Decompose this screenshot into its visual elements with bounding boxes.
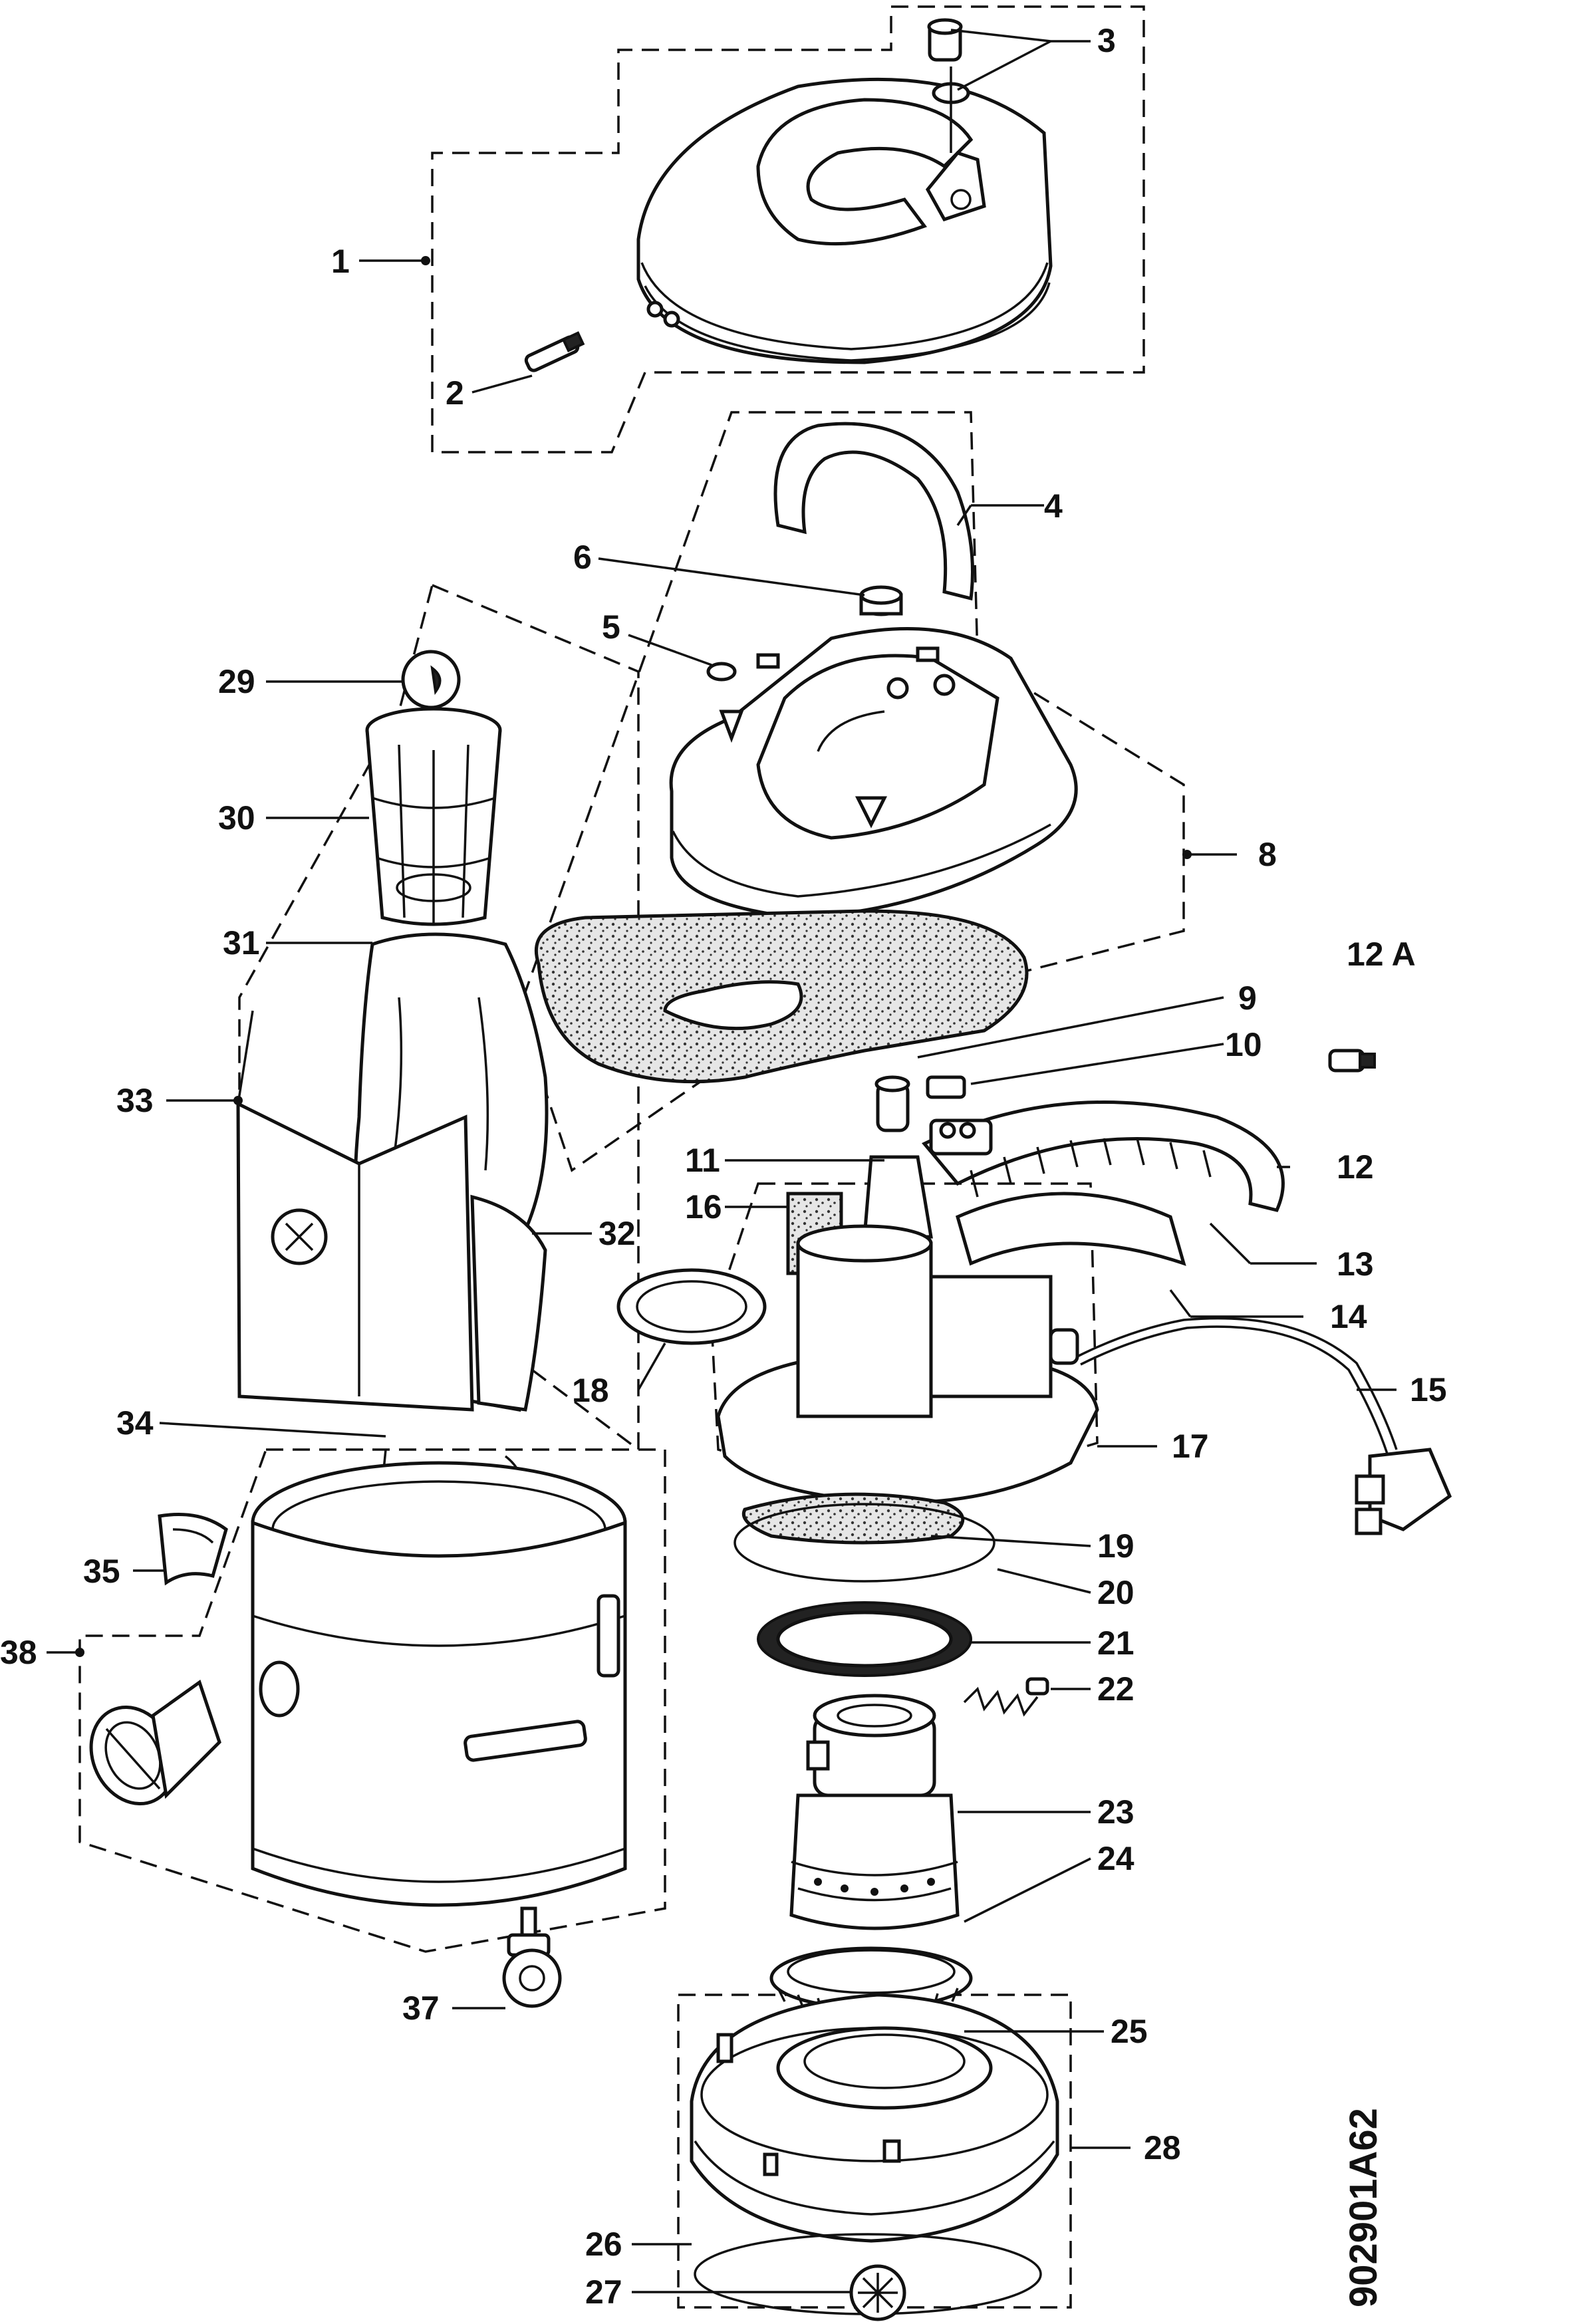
- bearing-ring: [757, 1601, 972, 1677]
- spring: [963, 1677, 1049, 1717]
- callout-34: 34: [116, 1404, 154, 1442]
- callout-26: 26: [585, 2226, 622, 2263]
- callout-37: 37: [402, 1990, 440, 2027]
- callout-33: 33: [116, 1082, 154, 1119]
- knob-assembly: [925, 18, 986, 222]
- callout-38: 38: [0, 1634, 37, 1671]
- callout-29: 29: [218, 663, 255, 700]
- cap-piece: [859, 585, 903, 616]
- callout-35: 35: [83, 1553, 120, 1590]
- flat-seal-ring: [733, 1503, 996, 1583]
- foam-gasket: [534, 909, 1029, 1084]
- callout-6: 6: [573, 539, 592, 576]
- group-outline-drum: [78, 1448, 666, 1953]
- motor-cover: [669, 626, 1078, 920]
- base-filter-disc: [849, 2264, 906, 2321]
- group-outline-filter: [238, 583, 640, 1452]
- callout-16: 16: [685, 1188, 722, 1226]
- callout-32: 32: [598, 1215, 636, 1252]
- foam-ring: [742, 1492, 965, 1545]
- lid-assembly: [636, 77, 1053, 364]
- plug-connector: [1328, 1049, 1376, 1073]
- valve-assembly: [863, 1075, 966, 1239]
- motor-housing: [716, 1224, 1099, 1505]
- arc-seal: [773, 422, 974, 601]
- callout-28: 28: [1144, 2129, 1181, 2166]
- callout-3: 3: [1097, 22, 1116, 59]
- callout-25: 25: [1111, 2013, 1148, 2050]
- group-outline-base: [677, 1994, 1072, 2309]
- power-cord: [1077, 1317, 1452, 1535]
- callout-13: 13: [1337, 1245, 1374, 1283]
- callout-24: 24: [1097, 1840, 1134, 1877]
- callout-19: 19: [1097, 1527, 1134, 1565]
- callout-9: 9: [1238, 979, 1257, 1017]
- dust-bag: [236, 1010, 547, 1412]
- callout-1: 1: [331, 243, 350, 280]
- group-outline-lid: [431, 5, 1145, 453]
- document-code: 902901A62: [1342, 2108, 1385, 2307]
- callout-4: 4: [1044, 487, 1063, 525]
- motor-shell-segment: [922, 1100, 1285, 1266]
- callout-11: 11: [685, 1142, 720, 1179]
- sealing-ring: [616, 1268, 767, 1345]
- callout-15: 15: [1410, 1371, 1447, 1408]
- filter-cage: [365, 707, 502, 926]
- drum-clip: [158, 1513, 228, 1586]
- callout-30: 30: [218, 799, 255, 837]
- electric-motor: [789, 1694, 960, 1930]
- callout-14: 14: [1330, 1298, 1367, 1335]
- callout-20: 20: [1097, 1574, 1134, 1611]
- castor-wheel: [502, 1906, 562, 2008]
- callout-17: 17: [1172, 1428, 1209, 1465]
- callout-12a: 12 A: [1347, 936, 1416, 973]
- leader-lines: [47, 29, 1396, 2293]
- callout-27: 27: [585, 2273, 622, 2311]
- drum-container: [251, 1461, 627, 1907]
- callout-23: 23: [1097, 1793, 1134, 1831]
- base-housing: [690, 1993, 1059, 2243]
- callout-12: 12: [1337, 1148, 1374, 1186]
- callout-labels: 3 1 2 4 6 5 8 12 A 9 10 11 12 16 13 14 1…: [0, 22, 1447, 2311]
- callout-18: 18: [572, 1372, 609, 1409]
- callout-31: 31: [223, 924, 260, 962]
- small-fitting: [524, 331, 585, 372]
- callout-22: 22: [1097, 1670, 1134, 1708]
- float-ball: [401, 650, 461, 710]
- callout-8: 8: [1258, 836, 1277, 873]
- callout-21: 21: [1097, 1624, 1134, 1662]
- plug-piece: [706, 662, 737, 682]
- hose-inlet: [89, 1679, 221, 1806]
- callout-10: 10: [1225, 1026, 1262, 1063]
- callout-5: 5: [602, 608, 620, 646]
- callout-2: 2: [446, 374, 464, 412]
